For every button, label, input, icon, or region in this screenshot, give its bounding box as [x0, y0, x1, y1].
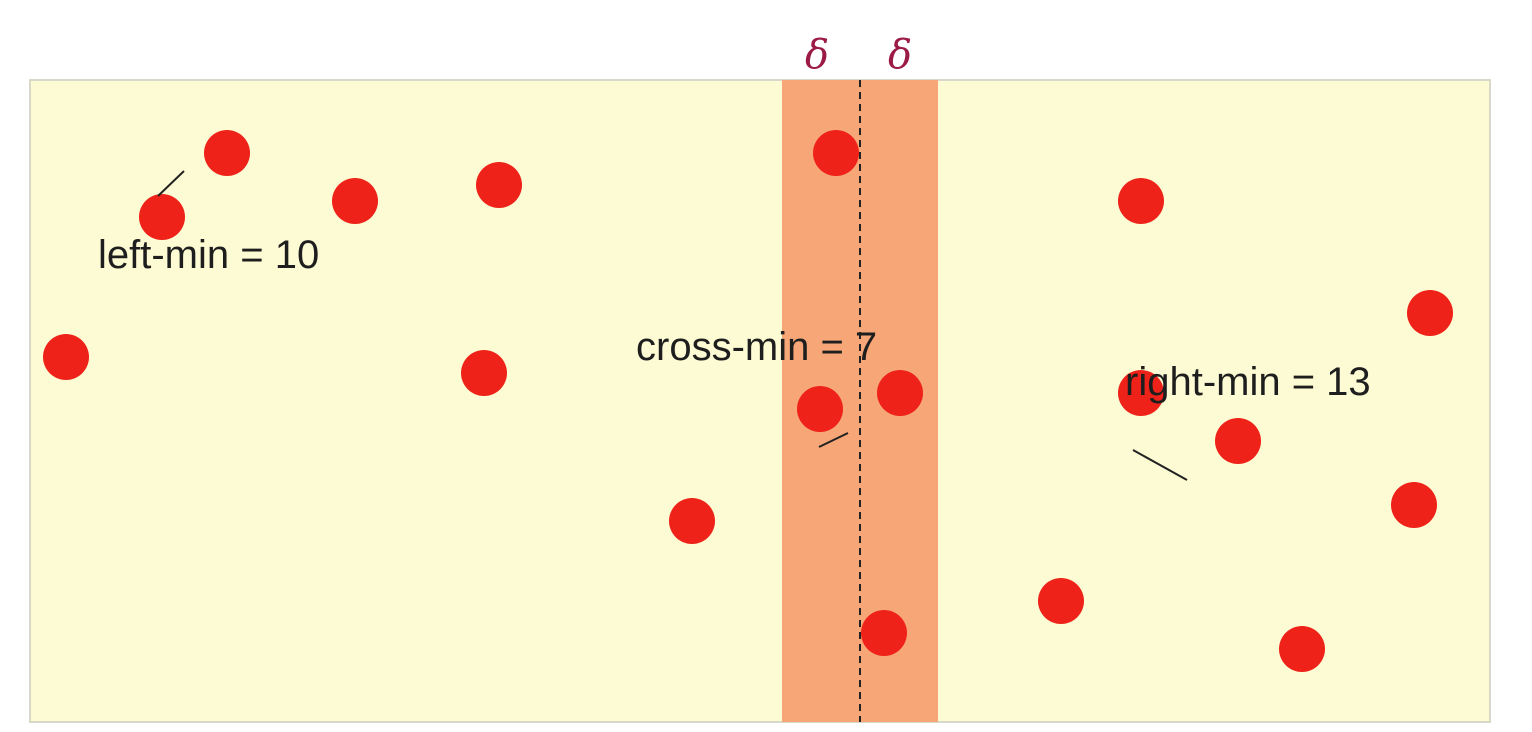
left-min-pointer [157, 170, 185, 197]
point [43, 334, 89, 380]
cross-min-label: cross-min = 7 [636, 325, 877, 369]
point [1279, 626, 1325, 672]
point [669, 498, 715, 544]
point [476, 162, 522, 208]
point [461, 350, 507, 396]
point [1391, 482, 1437, 528]
points [43, 130, 1453, 672]
point [139, 194, 185, 240]
point [813, 130, 859, 176]
point [1118, 178, 1164, 224]
point [861, 610, 907, 656]
left-min-label: left-min = 10 [98, 233, 319, 277]
cross-min-pointer [818, 432, 849, 448]
right-min-label: right-min = 13 [1125, 360, 1371, 404]
point [204, 130, 250, 176]
delta-right-label: δ [888, 32, 912, 78]
point [797, 386, 843, 432]
point [1215, 418, 1261, 464]
point [332, 178, 378, 224]
point [1118, 370, 1164, 416]
point [877, 370, 923, 416]
point [1038, 578, 1084, 624]
point [1407, 290, 1453, 336]
delta-left-label: δ [805, 32, 829, 78]
plane-background [29, 79, 1491, 723]
right-min-pointer [1132, 449, 1188, 481]
